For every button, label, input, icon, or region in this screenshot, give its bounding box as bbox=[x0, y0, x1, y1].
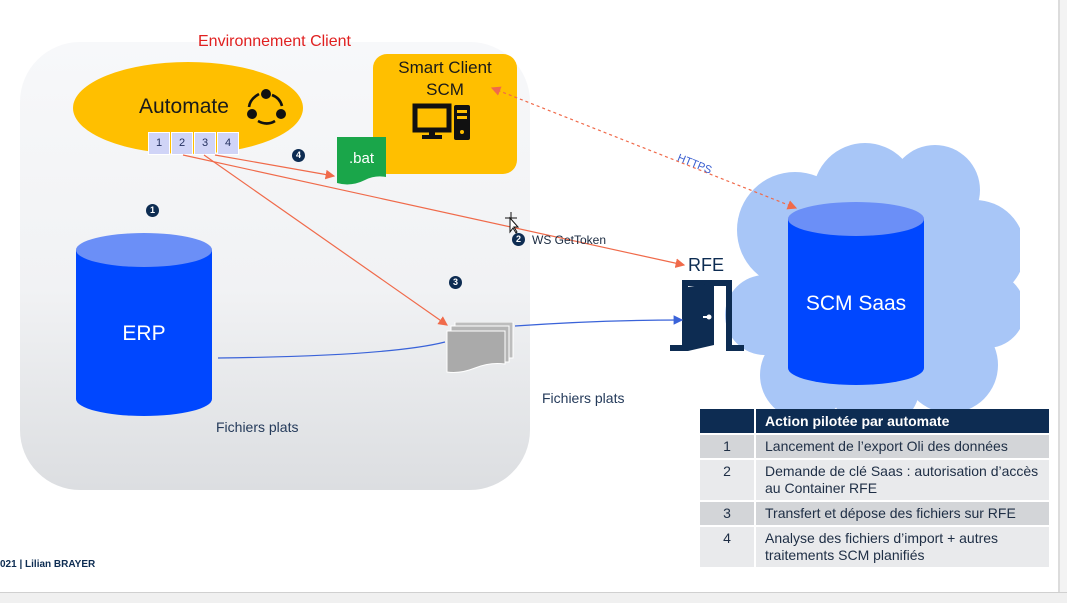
table-row: 2 Demande de clé Saas : autorisation d’a… bbox=[700, 458, 1051, 501]
row-action: Analyse des fichiers d’import + autres t… bbox=[755, 525, 1051, 567]
row-action: Transfert et dépose des fichiers sur RFE bbox=[755, 500, 1051, 526]
door-icon bbox=[670, 280, 744, 351]
https-label: HTTPS bbox=[675, 152, 714, 177]
smart-client-title: Smart Client SCM bbox=[373, 57, 517, 101]
step-cell: 2 bbox=[171, 132, 193, 155]
step-cell: 3 bbox=[194, 132, 216, 155]
row-number: 3 bbox=[700, 500, 756, 526]
row-number: 4 bbox=[700, 525, 756, 567]
scm-saas-label: SCM Saas bbox=[805, 292, 907, 315]
flat-files-icon bbox=[446, 322, 514, 373]
step-badge-1: 1 bbox=[146, 204, 159, 217]
ws-gettoken-label: WS GetToken bbox=[532, 233, 607, 247]
smart-client-title-line1: Smart Client bbox=[398, 58, 492, 77]
scm-saas-database-icon bbox=[788, 202, 924, 385]
footer-credit: 021 | Lilian BRAYER bbox=[0, 559, 96, 570]
step-cell: 4 bbox=[217, 132, 239, 155]
row-number: 2 bbox=[700, 458, 756, 501]
rfe-label: RFE bbox=[688, 255, 724, 275]
table-header-row: Action pilotée par automate bbox=[700, 409, 1051, 434]
automate-label: Automate bbox=[139, 95, 229, 118]
step-badge-2: 2 bbox=[512, 233, 525, 246]
flow-files-to-rfe bbox=[514, 315, 684, 327]
step-badge-3: 3 bbox=[449, 276, 462, 289]
table-row: 1 Lancement de l’export Oli des données bbox=[700, 433, 1051, 459]
erp-label: ERP bbox=[122, 322, 166, 345]
erp-database-icon bbox=[76, 233, 212, 416]
action-table: Action pilotée par automate 1 Lancement … bbox=[700, 409, 1051, 567]
move-cursor-icon bbox=[505, 212, 519, 234]
table-header-action: Action pilotée par automate bbox=[755, 409, 1051, 434]
flat-files-label-right: Fichiers plats bbox=[542, 390, 625, 406]
row-action: Demande de clé Saas : autorisation d’acc… bbox=[755, 458, 1051, 501]
cycle-icon bbox=[247, 89, 286, 125]
vertical-scrollbar[interactable] bbox=[1058, 0, 1067, 592]
step-cell: 1 bbox=[148, 132, 170, 155]
row-action: Lancement de l’export Oli des données bbox=[755, 433, 1051, 459]
row-number: 1 bbox=[700, 433, 756, 459]
bat-file-label: .bat bbox=[348, 150, 375, 167]
table-row: 3 Transfert et dépose des fichiers sur R… bbox=[700, 500, 1051, 526]
smart-client-title-line2: SCM bbox=[426, 80, 464, 99]
step-badge-4: 4 bbox=[292, 149, 305, 162]
table-row: 4 Analyse des fichiers d’import + autres… bbox=[700, 525, 1051, 567]
bottom-bar bbox=[0, 592, 1067, 603]
client-environment-title: Environnement Client bbox=[198, 33, 351, 50]
automate-steps: 1 2 3 4 bbox=[148, 132, 239, 155]
table-header-num bbox=[700, 409, 756, 434]
flat-files-label-left: Fichiers plats bbox=[216, 419, 299, 435]
computer-icon bbox=[412, 103, 470, 140]
